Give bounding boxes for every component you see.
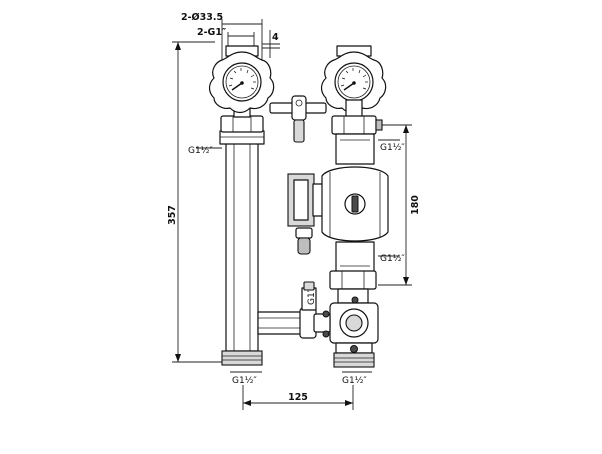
circulation-pump bbox=[287, 133, 389, 273]
cross-connector bbox=[269, 95, 327, 143]
right-upper-thread-label: G1½″ bbox=[380, 143, 405, 153]
bottom-right-thread-label: G1½″ bbox=[342, 376, 367, 386]
bottom-left-thread-label: G1½″ bbox=[232, 376, 257, 386]
outlet-thread-label: 2-G1″ bbox=[197, 27, 227, 38]
right-thermometer-valve bbox=[320, 45, 387, 135]
left-dial-ticks bbox=[228, 68, 256, 90]
right-dial-ticks bbox=[340, 68, 368, 90]
left-thermometer-valve bbox=[208, 45, 275, 118]
pump-span-label: 180 bbox=[410, 195, 421, 215]
dimension-labels: 2-Ø33.5 2-G1″ 4 357 G1½″ G1½″ G1½″ 180 G… bbox=[167, 12, 421, 403]
left-pipe-assembly bbox=[219, 115, 265, 366]
right-lower-thread-label: G1½″ bbox=[380, 254, 405, 264]
bypass-connection bbox=[257, 281, 331, 339]
bypass-thread-label: G1″ bbox=[307, 288, 317, 305]
gap-label: 4 bbox=[272, 32, 279, 43]
left-upper-thread-label: G1½″ bbox=[188, 146, 213, 156]
dimension-lines bbox=[172, 19, 412, 410]
right-lower-assembly bbox=[329, 270, 379, 368]
outlet-bore-label: 2-Ø33.5 bbox=[181, 12, 223, 23]
center-distance-label: 125 bbox=[288, 392, 308, 403]
total-height-label: 357 bbox=[167, 205, 178, 225]
